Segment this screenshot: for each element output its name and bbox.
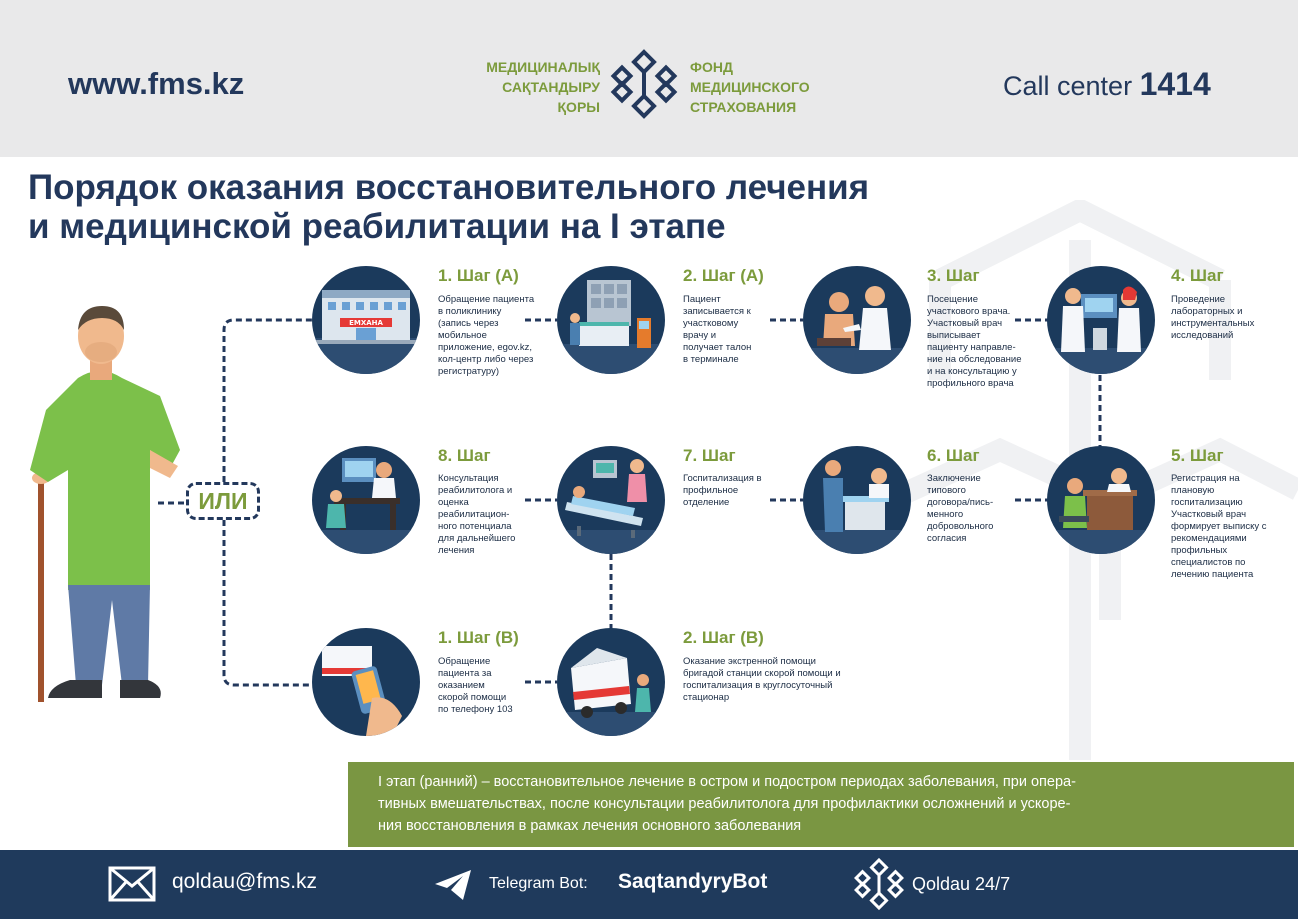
fund-logo-icon: [610, 49, 678, 119]
hospital-bed-icon: [557, 459, 665, 554]
telegram-icon: [435, 870, 471, 900]
stage-description-banner: I этап (ранний) – восстановительное лече…: [348, 762, 1294, 847]
step-1a-icon: ЕМХАНА: [312, 266, 420, 374]
logo-ru-line-3: СТРАХОВАНИЯ: [690, 99, 797, 115]
logo-kz-line-2: САҚТАНДЫРУ: [502, 79, 600, 95]
laboratory-icon: [1047, 286, 1155, 374]
email-icon: [108, 866, 156, 902]
header: www.fms.kz МЕДИЦИНАЛЫҚ САҚТАНДЫРУ ҚОРЫ Ф…: [0, 0, 1298, 157]
phone-call-icon: [322, 646, 402, 736]
step-8-icon: [312, 446, 420, 554]
step-2b-title: 2. Шаг (В): [683, 628, 764, 647]
telegram-bot-link[interactable]: SaqtandyryBot: [618, 870, 768, 893]
clinic-icon: ЕМХАНА: [312, 290, 420, 374]
registration-desk-icon: [1047, 468, 1155, 554]
step-7-icon: [557, 446, 665, 554]
step-2a-icon: [557, 266, 665, 374]
step-7-title: 7. Шаг: [683, 446, 736, 465]
logo-ru-line-1: ФОНД: [690, 59, 733, 75]
banner-line-3: ния восстановления в рамках лечения осно…: [378, 818, 802, 834]
website-link[interactable]: www.fms.kz: [68, 66, 245, 101]
fund-logo-small-icon: [854, 857, 904, 911]
call-center-label: Call center: [1003, 71, 1133, 101]
call-center[interactable]: Call center 1414: [1003, 66, 1211, 103]
call-center-number: 1414: [1139, 66, 1211, 102]
banner-text: I этап (ранний) – восстановительное лече…: [378, 771, 1278, 837]
qoldau-label[interactable]: Qoldau 24/7: [912, 874, 1011, 894]
step-1b-icon: [312, 628, 420, 736]
page-title: Порядок оказания восстановительного лече…: [28, 168, 928, 246]
ambulance-icon: [557, 648, 665, 736]
banner-line-1: I этап (ранний) – восстановительное лече…: [378, 774, 1076, 790]
email-link[interactable]: qoldau@fms.kz: [172, 870, 318, 893]
banner-line-2: тивных вмешательствах, после консультаци…: [378, 796, 1071, 812]
step-3-icon: [803, 266, 911, 374]
step-4-icon: [1047, 266, 1155, 374]
clinic-sign: ЕМХАНА: [349, 319, 383, 327]
contract-icon: [803, 460, 911, 554]
title-line-1: Порядок оказания восстановительного лече…: [28, 168, 870, 207]
logo-ru-line-2: МЕДИЦИНСКОГО: [690, 79, 810, 95]
rehab-consultation-icon: [312, 458, 420, 554]
step-2b-icon: [557, 628, 665, 736]
step-1a-title: 1. Шаг (А): [438, 266, 519, 285]
title-line-2: и медицинской реабилитации на I этапе: [28, 207, 726, 246]
doctor-visit-icon: [803, 286, 911, 374]
step-3-title: 3. Шаг: [927, 266, 980, 285]
step-5-icon: [1047, 446, 1155, 554]
telegram-label: Telegram Bot:: [489, 875, 588, 892]
logo-kz-line-3: ҚОРЫ: [557, 99, 600, 115]
or-connector-label: ИЛИ: [186, 482, 260, 520]
step-6-icon: [803, 446, 911, 554]
patient-illustration: [30, 306, 180, 702]
step-8-title: 8. Шаг: [438, 446, 491, 465]
logo-text-kz: МЕДИЦИНАЛЫҚ САҚТАНДЫРУ ҚОРЫ: [455, 57, 600, 117]
step-1b-title: 1. Шаг (В): [438, 628, 519, 647]
step-4-title: 4. Шаг: [1171, 266, 1224, 285]
logo-kz-line-1: МЕДИЦИНАЛЫҚ: [486, 59, 600, 75]
step-2a-title: 2. Шаг (А): [683, 266, 764, 285]
registry-terminal-icon: [557, 280, 665, 374]
step-6-title: 6. Шаг: [927, 446, 980, 465]
step-5-title: 5. Шаг: [1171, 446, 1224, 465]
footer: qoldau@fms.kz Telegram Bot: SaqtandyryBo…: [0, 850, 1298, 919]
logo-text-ru: ФОНД МЕДИЦИНСКОГО СТРАХОВАНИЯ: [690, 57, 850, 117]
